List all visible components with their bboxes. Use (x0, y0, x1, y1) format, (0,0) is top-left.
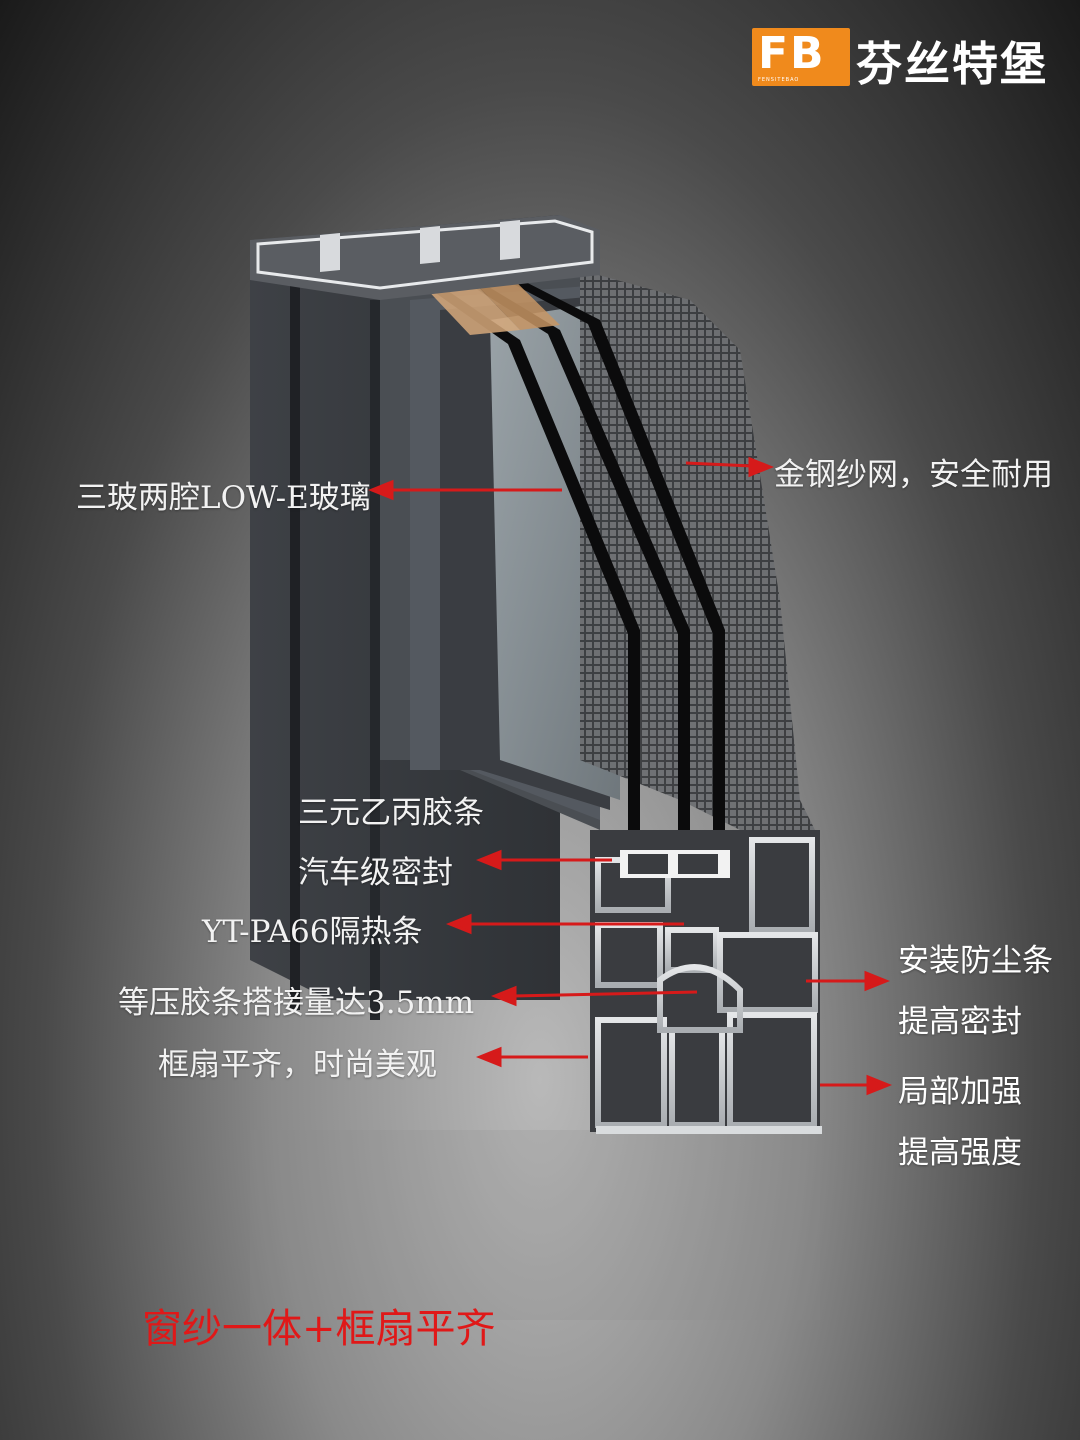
brand-mark-letters: FB (758, 28, 826, 79)
brand-mark: FB FENSITEBAO (752, 28, 850, 86)
brand-name: 芬丝特堡 (856, 37, 1048, 91)
dust-strip-label-1: 安装防尘条 (898, 943, 1053, 979)
pressure-gasket-label: 等压胶条搭接量达3.5mm (118, 985, 475, 1021)
glass-label: 三玻两腔LOW-E玻璃 (76, 480, 371, 516)
floor-reflection (250, 1130, 820, 1320)
gasket-label-1: 三元乙丙胶条 (298, 795, 484, 831)
screen-mesh (580, 270, 815, 830)
callout-arrows (367, 456, 893, 1096)
flush-frame-label: 框扇平齐，时尚美观 (158, 1047, 437, 1083)
thermal-strip-label: YT-PA66隔热条 (202, 914, 423, 950)
profile-section (590, 830, 820, 1132)
reinforce-label-1: 局部加强 (898, 1074, 1022, 1110)
gasket-label-2: 汽车级密封 (298, 855, 453, 891)
glass-edge-2 (462, 278, 690, 850)
slogan: 窗纱一体+框扇平齐 (142, 1306, 496, 1352)
glass-edge-1 (420, 280, 640, 850)
brand-mark-subtitle: FENSITEBAO (758, 77, 800, 83)
brand-logo: FB FENSITEBAO 芬丝特堡 (752, 26, 1052, 91)
dust-strip-label-2: 提高密封 (898, 1004, 1022, 1040)
reinforce-label-2: 提高强度 (898, 1135, 1022, 1171)
screen-label: 金钢纱网，安全耐用 (774, 457, 1053, 493)
